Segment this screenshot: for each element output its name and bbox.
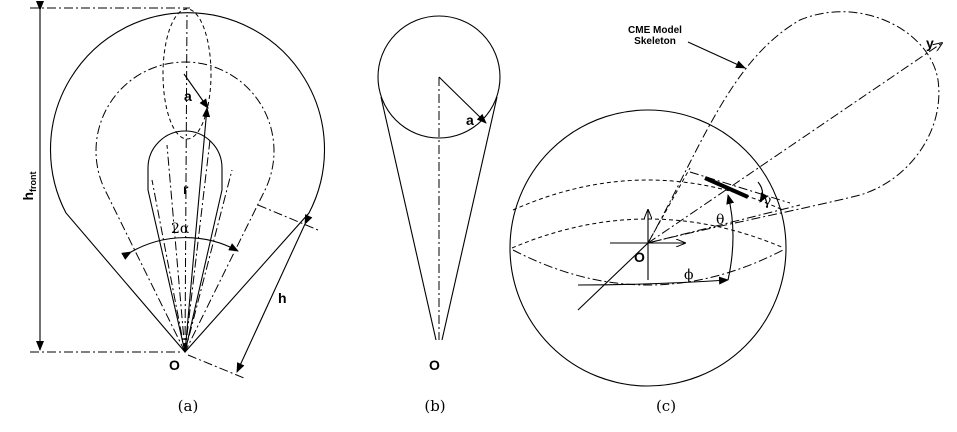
skeleton-pointer	[687, 41, 746, 69]
y-axis	[647, 43, 942, 244]
skeleton-note-line1: CME Model	[628, 25, 682, 36]
angle-2alpha-arc	[121, 237, 239, 260]
cone-left-edge	[380, 96, 437, 341]
angle-phi-arc	[577, 276, 729, 286]
skeleton-note-line2: Skeleton	[634, 36, 676, 47]
h-dimension-arrow	[236, 214, 313, 373]
label-origin-c: O	[634, 249, 645, 265]
caption-b: (b)	[424, 397, 445, 415]
label-a-b: a	[466, 112, 474, 128]
projection-horizontal	[689, 171, 791, 204]
label-r: r	[183, 181, 189, 197]
label-2alpha: 2α	[171, 221, 190, 237]
radius-r-arrow	[184, 107, 211, 353]
panel-a: hfront a r 2α h O (a)	[20, 1, 326, 415]
cross-section-circle	[377, 15, 501, 139]
equator-back-arc	[511, 218, 785, 249]
hfront-label-base: h	[20, 192, 36, 201]
label-origin-b: O	[429, 357, 440, 373]
label-a: a	[184, 88, 192, 104]
label-origin-a: O	[169, 357, 180, 373]
label-y: y	[926, 35, 934, 51]
h-top-extension	[257, 204, 319, 231]
middle-teardrop-outline	[95, 61, 275, 354]
flux-rope-segment	[704, 176, 749, 199]
label-gamma: γ	[763, 193, 771, 209]
label-theta: θ	[716, 212, 724, 228]
cme-skeleton-loop	[647, 11, 940, 244]
angle-gamma-arc	[757, 181, 769, 203]
sphere-outline	[509, 109, 787, 387]
radius-a-arrow-b	[438, 76, 487, 124]
latitude-back-arc	[512, 179, 784, 211]
hfront-label-subscript: front	[28, 171, 38, 192]
caption-c: (c)	[656, 397, 676, 415]
angle-theta-arc	[726, 194, 735, 281]
cross-section-ellipse	[162, 8, 212, 140]
label-h: h	[278, 290, 287, 306]
cone-right-edge	[441, 96, 498, 341]
panel-c: CME Model Skeleton y γ θ ϕ O (c)	[509, 11, 942, 415]
inner-teardrop-outline	[147, 130, 223, 353]
h-bottom-extension	[187, 354, 245, 379]
rays-from-origin	[151, 11, 233, 353]
line-of-sight	[577, 242, 649, 311]
projection-to-thick	[647, 167, 691, 244]
hfront-label: hfront	[20, 171, 38, 200]
panel-b: a O (b)	[377, 15, 501, 415]
outer-teardrop-outline	[49, 12, 326, 353]
radius-a-arrow	[183, 73, 209, 109]
caption-a: (a)	[178, 397, 199, 415]
latitude-front-arc	[512, 249, 784, 286]
label-phi: ϕ	[684, 267, 694, 283]
